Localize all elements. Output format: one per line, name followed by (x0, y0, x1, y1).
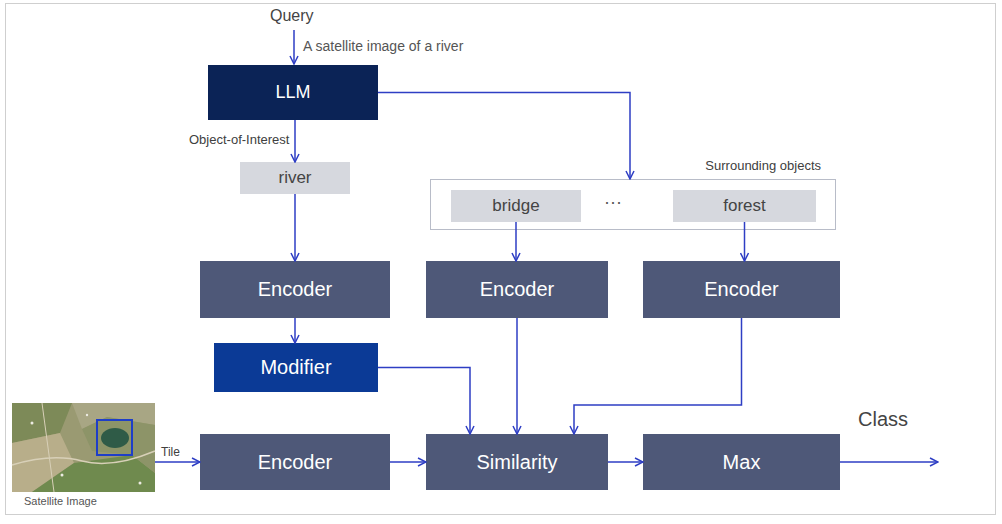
node-text: Similarity (476, 451, 557, 474)
modifier-box: Modifier (214, 343, 378, 392)
similarity-box: Similarity (426, 434, 608, 490)
object-box: river (240, 162, 350, 194)
arrow-connector (155, 461, 200, 463)
encoder-box: Encoder (200, 261, 390, 318)
arrow-connector (390, 461, 426, 463)
node-text: Encoder (258, 278, 333, 301)
node-text: Encoder (704, 278, 779, 301)
encoder-box: Encoder (426, 261, 608, 318)
output-arrow (840, 461, 938, 463)
arrow-connector (574, 318, 742, 434)
node-text: river (278, 168, 311, 188)
query-arrow (293, 30, 295, 64)
arrow-connector (744, 222, 746, 261)
query-text: A satellite image of a river (303, 38, 463, 54)
group-box: Surrounding objectsbridgeforest (430, 179, 836, 230)
arrow-connector (378, 93, 630, 180)
arrow-connector (294, 318, 296, 343)
image-node: Satellite Image (12, 403, 155, 492)
node-text: bridge (492, 196, 539, 216)
ellipsis: ··· (604, 192, 622, 213)
arrow-connector (608, 461, 643, 463)
edge-label: Tile (161, 445, 180, 459)
encoder-box: Encoder (200, 434, 390, 490)
satellite-illustration (12, 403, 155, 492)
node-text: Max (723, 451, 761, 474)
node-heading: Satellite Image (24, 495, 97, 507)
node-text: Encoder (258, 451, 333, 474)
node-text: Modifier (260, 356, 331, 379)
node-heading: Surrounding objects (705, 158, 821, 173)
node-text: Encoder (480, 278, 555, 301)
object-box: bridge (451, 190, 581, 222)
input-label: Query (270, 7, 314, 25)
edge-label: Object-of-Interest (189, 132, 289, 147)
arrow-connector (378, 368, 470, 435)
node-text: forest (723, 196, 766, 216)
output-label: Class (858, 408, 908, 431)
encoder-box: Encoder (643, 261, 840, 318)
llm-box: LLM (208, 65, 378, 120)
arrow-connector (515, 222, 517, 261)
object-box: forest (673, 190, 816, 222)
node-text: LLM (275, 82, 310, 103)
max-box: Max (643, 434, 840, 490)
arrow-connector (294, 120, 296, 162)
arrow-connector (516, 318, 518, 434)
arrow-connector (294, 194, 296, 261)
